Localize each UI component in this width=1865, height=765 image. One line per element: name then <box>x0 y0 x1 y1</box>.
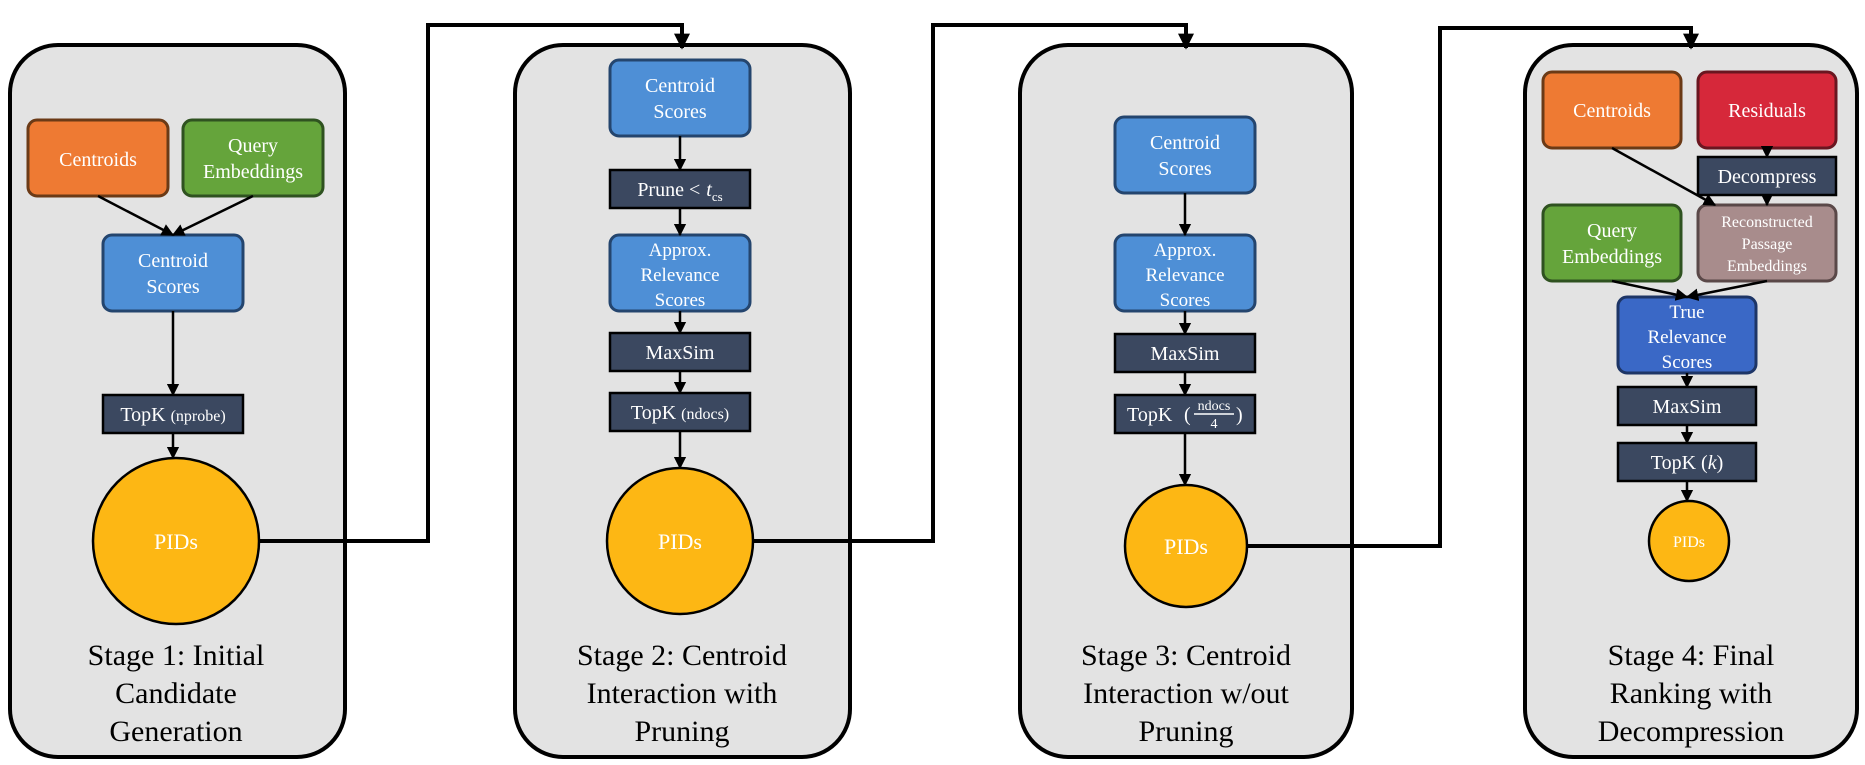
approx-relevance-box: Approx. Relevance Scores <box>1113 233 1257 313</box>
edge <box>1685 279 1768 301</box>
topk-box: TopK(k) <box>1616 441 1758 483</box>
svg-text:Stage 2: Centroid: Stage 2: Centroid <box>577 639 787 672</box>
svg-text:MaxSim: MaxSim <box>646 342 715 364</box>
svg-text:PIDs: PIDs <box>658 529 702 554</box>
edge <box>1611 146 1717 207</box>
pids-circle: PIDs <box>91 456 261 626</box>
svg-text:Query: Query <box>228 135 278 157</box>
svg-text:True: True <box>1669 302 1704 323</box>
svg-text:Decompress: Decompress <box>1718 166 1817 188</box>
pids-circle: PIDs <box>1123 483 1249 609</box>
true-relevance-box: True Relevance Scores <box>1616 295 1758 375</box>
edge <box>1611 279 1689 301</box>
stage-1-panel: Centroids Query Embeddings Centroid Scor… <box>8 43 347 759</box>
svg-text:PIDs: PIDs <box>154 529 198 554</box>
svg-text:Scores: Scores <box>653 101 707 123</box>
svg-text:Residuals: Residuals <box>1728 100 1806 122</box>
stage-4-caption: Stage 4: Final Ranking with Decompressio… <box>1598 639 1785 748</box>
svg-text:Candidate: Candidate <box>115 677 237 710</box>
svg-text:Ranking with: Ranking with <box>1610 677 1773 710</box>
svg-text:Scores: Scores <box>655 290 706 311</box>
svg-text:4: 4 <box>1211 417 1218 432</box>
svg-text:Interaction with: Interaction with <box>587 677 778 710</box>
edge-centroids-to-scores <box>97 194 175 237</box>
svg-text:Approx.: Approx. <box>1154 240 1217 261</box>
svg-text:Prune <tcs: Prune <tcs <box>637 179 722 204</box>
topk-box: TopK(ndocs) <box>608 391 752 433</box>
svg-text:ndocs: ndocs <box>1198 399 1231 414</box>
svg-text:Embeddings: Embeddings <box>1727 258 1807 275</box>
svg-text:Relevance: Relevance <box>640 265 719 286</box>
svg-text:Embeddings: Embeddings <box>203 161 303 183</box>
edge-query-to-scores <box>171 194 254 237</box>
query-embeddings-box: Query Embeddings <box>181 118 325 198</box>
stage-1-caption: Stage 1: Initial Candidate Generation <box>88 639 265 748</box>
svg-text:Centroids: Centroids <box>1573 100 1651 122</box>
svg-text:Centroid: Centroid <box>138 250 208 272</box>
centroid-scores-box: Centroid Scores <box>1113 115 1257 195</box>
svg-text:Stage 3: Centroid: Stage 3: Centroid <box>1081 639 1291 672</box>
svg-text:Centroid: Centroid <box>1150 132 1220 154</box>
connector-stage3-to-stage4 <box>1247 26 1699 548</box>
centroid-scores-box: Centroid Scores <box>608 58 752 138</box>
prune-box: Prune <tcs <box>608 168 752 210</box>
centroids-box: Centroids <box>26 118 170 198</box>
query-embeddings-box: Query Embeddings <box>1541 203 1683 283</box>
svg-text:MaxSim: MaxSim <box>1151 343 1220 365</box>
approx-relevance-box: Approx. Relevance Scores <box>608 233 752 313</box>
svg-text:Scores: Scores <box>146 276 200 298</box>
svg-text:Scores: Scores <box>1662 352 1713 373</box>
pids-circle: PIDs <box>1647 499 1731 583</box>
svg-text:Reconstructed: Reconstructed <box>1721 214 1813 231</box>
svg-text:Relevance: Relevance <box>1145 265 1224 286</box>
svg-text:Passage: Passage <box>1742 236 1793 253</box>
svg-text:Interaction w/out: Interaction w/out <box>1083 677 1289 710</box>
stage-3-caption: Stage 3: Centroid Interaction w/out Prun… <box>1081 639 1291 748</box>
svg-text:(: ( <box>1184 404 1191 426</box>
stage-2-panel: Centroid Scores Prune <tcs Approx. Relev… <box>513 43 852 759</box>
reconstructed-embeddings-box: Reconstructed Passage Embeddings <box>1696 203 1838 283</box>
svg-text:Scores: Scores <box>1160 290 1211 311</box>
svg-text:): ) <box>1236 404 1243 426</box>
decompress-box: Decompress <box>1696 155 1838 197</box>
svg-text:Stage 4: Final: Stage 4: Final <box>1608 639 1775 672</box>
svg-text:Relevance: Relevance <box>1647 327 1726 348</box>
stage-2-caption: Stage 2: Centroid Interaction with Pruni… <box>577 639 787 748</box>
svg-text:TopK(k): TopK(k) <box>1651 452 1724 474</box>
svg-text:Scores: Scores <box>1158 158 1212 180</box>
connector-stage1-to-stage2 <box>259 23 690 543</box>
topk-fraction-box: TopK ( ndocs 4 ) <box>1113 393 1257 435</box>
maxsim-box: MaxSim <box>1113 332 1257 374</box>
svg-text:Centroids: Centroids <box>59 149 137 171</box>
svg-text:MaxSim: MaxSim <box>1653 396 1722 418</box>
svg-text:TopK: TopK <box>1127 404 1173 426</box>
topk-box: TopK(nprobe) <box>101 393 245 435</box>
centroid-scores-box: Centroid Scores <box>101 233 245 313</box>
svg-text:TopK(ndocs): TopK(ndocs) <box>631 402 729 424</box>
svg-text:Embeddings: Embeddings <box>1562 246 1662 268</box>
svg-text:Pruning: Pruning <box>1138 715 1233 748</box>
stage-4-panel: Centroids Residuals Decompress Query Emb… <box>1523 43 1859 759</box>
maxsim-box: MaxSim <box>608 331 752 373</box>
svg-text:Centroid: Centroid <box>645 75 715 97</box>
centroids-box: Centroids <box>1541 70 1683 150</box>
residuals-box: Residuals <box>1696 70 1838 150</box>
svg-text:PIDs: PIDs <box>1673 534 1705 551</box>
stage-3-panel: Centroid Scores Approx. Relevance Scores… <box>1018 43 1354 759</box>
maxsim-box: MaxSim <box>1616 385 1758 427</box>
svg-text:Pruning: Pruning <box>634 715 729 748</box>
svg-text:PIDs: PIDs <box>1164 534 1208 559</box>
svg-text:Query: Query <box>1587 220 1637 242</box>
svg-text:Generation: Generation <box>109 715 242 748</box>
pids-circle: PIDs <box>605 466 755 616</box>
connector-stage2-to-stage3 <box>753 23 1194 543</box>
svg-text:Approx.: Approx. <box>649 240 712 261</box>
svg-text:TopK(nprobe): TopK(nprobe) <box>120 404 225 426</box>
svg-text:Decompression: Decompression <box>1598 715 1785 748</box>
svg-text:Stage 1: Initial: Stage 1: Initial <box>88 639 265 672</box>
